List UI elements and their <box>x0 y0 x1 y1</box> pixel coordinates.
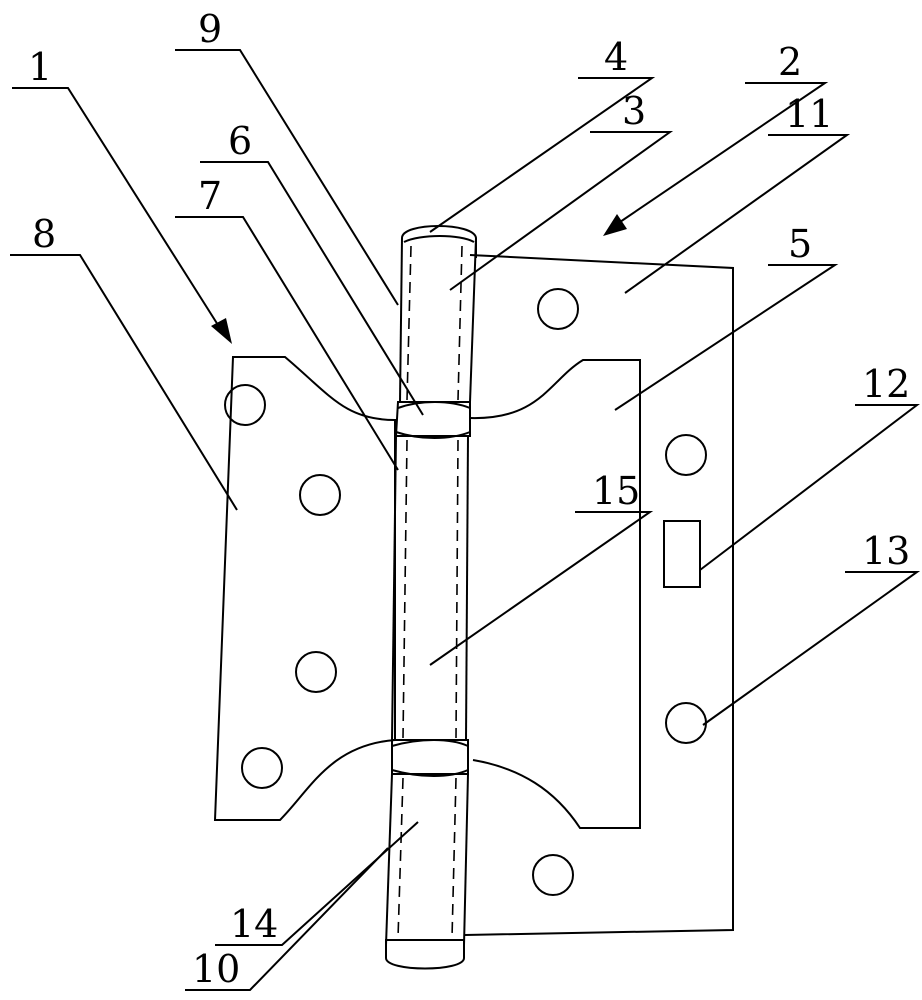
label-6: 6 <box>228 119 252 163</box>
right-leaf-hole-3 <box>665 702 707 744</box>
hinge-knuckle <box>385 225 477 970</box>
arrowhead-1 <box>211 318 232 344</box>
right-leaf <box>464 254 734 936</box>
label-1: 1 <box>28 45 52 89</box>
label-14: 14 <box>230 902 278 946</box>
label-12: 12 <box>862 362 910 406</box>
label-5: 5 <box>788 222 812 266</box>
left-leaf-hole-2 <box>299 474 341 516</box>
right-leaf-hole-1 <box>537 288 579 330</box>
part-labels: 1 2 3 4 5 6 7 8 9 10 11 12 13 14 15 <box>28 7 910 991</box>
label-13: 13 <box>862 529 910 573</box>
label-4: 4 <box>604 35 628 79</box>
leader-lines <box>10 49 921 991</box>
label-2: 2 <box>778 40 802 84</box>
slot-12 <box>663 520 701 588</box>
label-3: 3 <box>622 89 646 133</box>
left-leaf <box>213 356 396 821</box>
label-15: 15 <box>592 469 640 513</box>
right-leaf-hole-2 <box>665 434 707 476</box>
left-leaf-hole-4 <box>241 747 283 789</box>
label-9: 9 <box>198 7 222 51</box>
left-leaf-hole-3 <box>295 651 337 693</box>
left-leaf-hole-1 <box>224 384 266 426</box>
label-8: 8 <box>32 212 56 256</box>
label-7: 7 <box>198 174 222 218</box>
right-leaf-hole-4 <box>532 854 574 896</box>
label-10: 10 <box>192 947 240 991</box>
arrowhead-2 <box>603 214 627 236</box>
label-11: 11 <box>785 92 833 136</box>
